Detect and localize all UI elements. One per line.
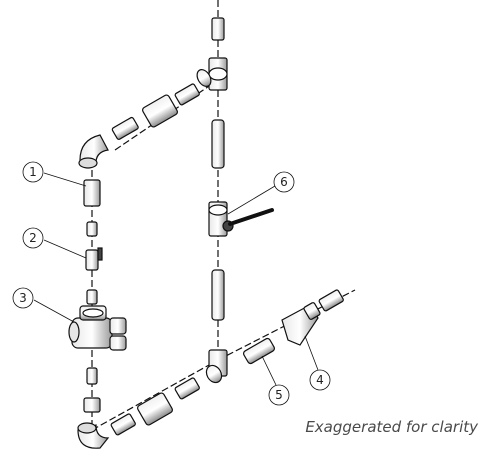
callout-2: 2 bbox=[22, 227, 87, 259]
callout-4: 4 bbox=[304, 335, 331, 391]
callout-3-label: 3 bbox=[19, 291, 27, 305]
caption: Exaggerated for clarity bbox=[305, 418, 478, 436]
upper-elbow bbox=[78, 134, 109, 169]
left-fittings bbox=[83, 179, 103, 413]
middle-fittings bbox=[205, 201, 274, 384]
right-fittings bbox=[243, 289, 344, 365]
callout-4-label: 4 bbox=[316, 373, 324, 387]
callout-6: 6 bbox=[227, 171, 295, 215]
callout-5-label: 5 bbox=[275, 388, 283, 402]
upper-fittings bbox=[196, 17, 228, 169]
lower-elbow bbox=[77, 422, 110, 449]
three-way-valve bbox=[68, 305, 127, 351]
lower-diagonal-fittings bbox=[110, 377, 200, 436]
callout-5: 5 bbox=[261, 355, 290, 406]
callout-2-label: 2 bbox=[29, 231, 37, 245]
upper-diagonal-fittings bbox=[111, 83, 200, 140]
callout-6-label: 6 bbox=[280, 175, 288, 189]
callout-1-label: 1 bbox=[29, 165, 37, 179]
callout-1: 1 bbox=[22, 161, 87, 187]
callout-3: 3 bbox=[12, 287, 75, 323]
